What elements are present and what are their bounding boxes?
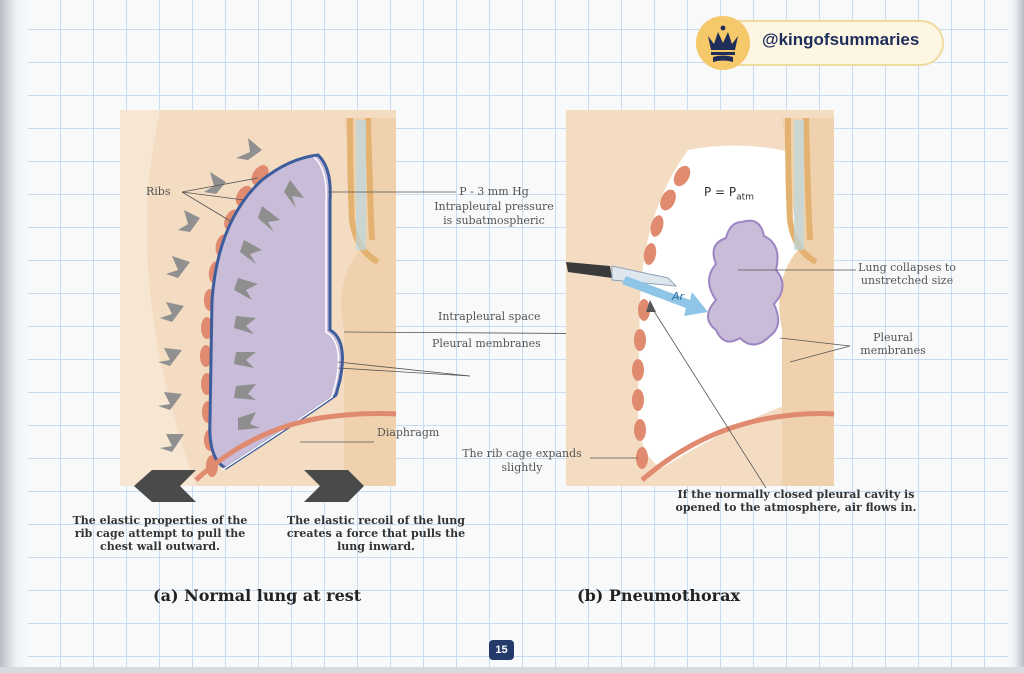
label-pleural-line1: Pleural: [873, 331, 913, 344]
label-pressure-line1: Intrapleural pressure: [434, 200, 554, 213]
label-collapse-line2: unstretched size: [860, 274, 954, 287]
label-pressure-value: P - 3 mm Hg: [459, 185, 529, 198]
label-diaphragm: Diaphragm: [377, 426, 440, 439]
panel-b-title: (b) Pneumothorax: [577, 586, 741, 605]
caption-rib-cage: The elastic properties of the rib cage a…: [72, 514, 248, 553]
caption-pleural-cavity: If the normally closed pleural cavity is…: [675, 488, 917, 514]
label-collapse-line1: Lung collapses to: [858, 261, 956, 274]
label-air: Ar: [672, 290, 685, 303]
label-rib-line2: slightly: [501, 461, 543, 474]
panel-a-figure: [120, 110, 657, 502]
crown-logo-icon: [696, 16, 750, 70]
label-pleural-line2: membranes: [860, 344, 926, 357]
page-number-badge: 15: [489, 640, 514, 660]
label-pleural-membranes: Pleural membranes: [432, 337, 541, 350]
label-p-equals: P = Patm: [704, 185, 754, 203]
label-rib-line1: The rib cage expands: [462, 447, 582, 460]
label-ribs: Ribs: [146, 185, 171, 198]
label-intrapleural-space: Intrapleural space: [438, 310, 541, 323]
panel-b-figure: [566, 110, 856, 489]
brand-handle[interactable]: @kingofsummaries: [762, 30, 920, 49]
page-edge-right: [1008, 0, 1024, 673]
caption-lung-recoil: The elastic recoil of the lung creates a…: [286, 514, 466, 553]
label-pressure-line2: is subatmospheric: [443, 214, 545, 227]
page-edge-bottom: [0, 667, 1024, 673]
panel-a-title: (a) Normal lung at rest: [153, 586, 362, 605]
page-edge-left: [0, 0, 28, 673]
